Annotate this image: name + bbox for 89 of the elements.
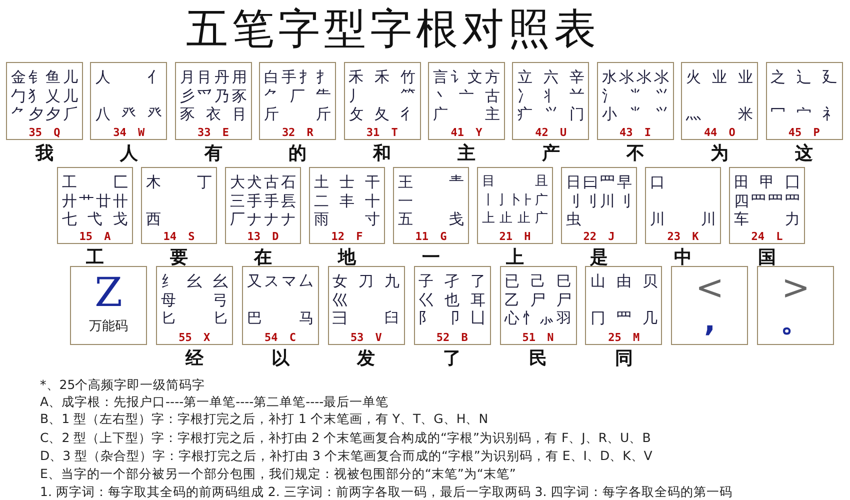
key-caption: 万能码 [89,319,128,335]
note-text: *、25个高频字即一级简码字 [40,377,206,392]
example-character: 主 [458,143,476,164]
radical-glyphs: 女刀九巛彐臼 [332,272,400,328]
key-code: 14 S [163,231,195,242]
key-code: 32 R [282,127,314,138]
example-character: 中 [674,247,692,268]
example-character: 发 [357,348,376,369]
radical-glyphs: 又スマ厶巴马 [246,272,314,328]
note-text: B、1 型（左右型）字：字根打完之后，补打 1 个末笔画，有 Y、T、G、H、N [40,411,488,426]
key-code: 31 T [366,127,398,138]
radical-glyphs: 日曰⺫早刂刂川刂虫 [566,173,632,229]
key-code: 23 K [667,231,699,242]
key-code: 13 D [247,231,279,242]
note-text: A、成字根：先报户口----第一单笔----第二单笔----最后一单笔 [40,394,389,409]
radical-glyphs: 子孑了巜也耳阝卩凵 [418,272,486,328]
radical-glyphs: 已己巳乙尸尸心忄⺗羽 [504,272,572,328]
example-character: 要 [170,247,188,268]
radical-glyphs: 金钅鱼儿勹犭乂儿⺈夕夕⺁ [11,68,78,124]
example-character: 地 [338,247,356,268]
radical-glyphs: 大犬古石三手手镸厂ナナナ [230,173,296,229]
key-code: 35 Q [28,127,60,138]
key-code: 12 F [331,231,363,242]
key-symbol: > [781,270,810,306]
key-letter: Z [94,271,122,315]
key-code: 44 O [704,127,736,138]
example-character: 为 [710,143,729,164]
key-code: 21 H [499,231,531,242]
key-code: 55 X [178,332,210,343]
radical-glyphs: 田甲囗四罒罒⺲车力 [734,173,800,229]
key-code: 52 B [436,332,468,343]
example-character: 的 [288,143,307,164]
key-code: 42 U [535,127,567,138]
example-character: 同 [614,348,633,369]
example-character: 了 [443,348,462,369]
example-character: 国 [758,247,776,268]
key-code: 22 J [583,231,615,242]
example-character: 以 [271,348,290,369]
radical-glyphs: 工匚廾艹廿卄七弋戈 [62,173,128,229]
example-character: 有 [204,143,222,164]
radical-glyphs: 王龶一五戋 [398,173,464,229]
radical-glyphs: 人亻八癶癶 [95,68,162,124]
key-code: 54 C [264,332,296,343]
key-code: 41 Y [450,127,482,138]
radical-glyphs: 之辶廴冖宀礻 [770,68,838,124]
key-code: 24 L [751,231,783,242]
key-code: 34 W [113,127,145,138]
radical-glyphs: 月⺝丹用彡爫乃豕豕衣⺝ [180,68,247,124]
radical-glyphs: 火业业灬米 [686,68,754,124]
radical-glyphs: 言讠文方丶亠古广主 [433,68,500,124]
key-code: 43 I [620,127,652,138]
note-text: C、2 型（上下型）字：字根打完之后，补打由 2 个末笔画复合构成的“字根”为识别码，有 F、J、R、U、B [40,430,651,445]
example-character: 是 [590,247,608,268]
title: 五笔字型字根对照表 [186,4,600,54]
radical-glyphs: 木丁西 [146,173,212,229]
example-character: 经 [185,348,204,369]
key-code: 15 A [79,231,111,242]
example-character: 这 [795,143,814,164]
example-character: 人 [120,143,138,164]
key-code: 33 E [198,127,230,138]
note-text: E、当字的一个部分被另一个部分包围，我们规定：视被包围部分的“末笔”为“末笔” [40,466,516,481]
example-character: 上 [506,247,524,268]
punctuation-mark: 。 [780,307,811,337]
example-character: 我 [36,143,54,164]
radical-glyphs: 水氺⺢⺢氵⺌⺍小⺌⺍ [602,68,669,124]
example-character: 不 [626,143,644,164]
radical-glyphs: 纟幺幺⺟弓匕匕 [160,272,228,328]
example-character: 民 [529,348,547,369]
example-character: 在 [254,247,272,268]
key-symbol: < [696,270,724,306]
example-character: 工 [86,247,104,268]
note-text: D、3 型（杂合型）字：字根打完之后，补打由 3 个末笔画复合而成的“字根”为识别码，有 E、I、D、K、V [40,448,652,463]
key-code: 51 N [522,332,554,343]
key-code: 53 V [350,332,382,343]
key-code: 25 M [608,332,640,343]
radical-glyphs: 口川川 [650,173,716,229]
example-character: 产 [542,143,560,164]
key-code: 11 G [415,231,447,242]
radical-glyphs: 立六辛冫丬䒑疒⺍门 [517,68,584,124]
example-character: 和 [373,143,392,164]
radical-glyphs: 禾禾竹丿⺮攵夂彳 [348,68,416,124]
note-text: 1. 两字词：每字取其全码的前两码组成 2. 三字词：前两字各取一码，最后一字取两码 3. 四字词：每字各取全码的第一码 [40,484,733,499]
punctuation-mark: , [704,307,716,337]
radical-glyphs: 山由贝冂⺲几 [590,272,658,328]
example-character: 一 [422,247,440,268]
key-code: 45 P [788,127,820,138]
radical-glyphs: 土士干二丰十雨寸 [314,173,380,229]
radical-glyphs: 白手⺘扌⺈厂⺧斤斤 [264,68,332,124]
radical-glyphs: 目且丨亅卜⺊广上止止广 [482,173,548,228]
